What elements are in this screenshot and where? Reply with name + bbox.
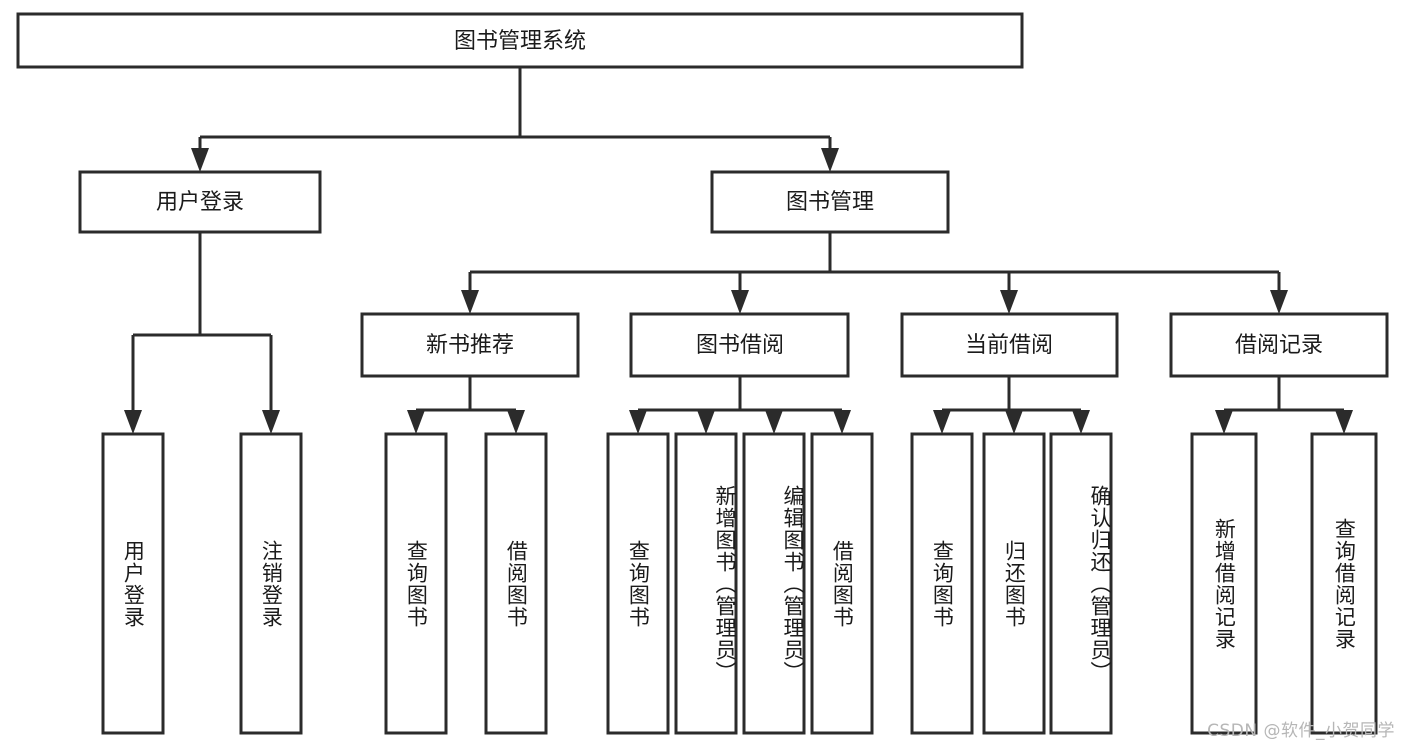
arrow-to-leaf-query-book-2 bbox=[629, 410, 647, 434]
node-user-login-rect[interactable] bbox=[78, 170, 322, 234]
arrow-to-leaf-logout bbox=[262, 410, 280, 434]
node-current-borrow-label: 当前借阅 bbox=[965, 333, 1053, 358]
node-book-manage-label: 图书管理 bbox=[786, 190, 874, 215]
node-borrow-record-rect[interactable] bbox=[1169, 312, 1389, 378]
leaf-query-book-1-rect[interactable] bbox=[384, 432, 448, 735]
leaf-rect-group bbox=[101, 432, 1378, 735]
node-borrow-record-label: 借阅记录 bbox=[1235, 333, 1323, 358]
leaf-add-book-rect[interactable] bbox=[674, 432, 738, 735]
connector-group-new-book-recommend bbox=[407, 376, 525, 434]
connector-group-borrow-record bbox=[1215, 376, 1353, 434]
arrow-to-new-book-recommend bbox=[461, 290, 479, 314]
arrow-to-user-login bbox=[191, 148, 209, 172]
arrow-to-leaf-query-book-1 bbox=[407, 410, 425, 434]
connector-group-root bbox=[191, 67, 839, 172]
arrow-to-leaf-borrow-book-2 bbox=[833, 410, 851, 434]
leaf-borrow-book-1-rect[interactable] bbox=[484, 432, 548, 735]
leaf-query-record-rect[interactable] bbox=[1310, 432, 1378, 735]
connector-group-current-borrow bbox=[933, 376, 1090, 434]
node-current-borrow[interactable]: 当前借阅 bbox=[900, 312, 1119, 378]
arrow-to-leaf-add-book bbox=[697, 410, 715, 434]
leaf-confirm-return-rect[interactable] bbox=[1049, 432, 1113, 735]
node-book-borrow-label: 图书借阅 bbox=[696, 333, 784, 358]
csdn-watermark: CSDN @软件_小贺同学 bbox=[1207, 721, 1395, 741]
node-root-label: 图书管理系统 bbox=[454, 29, 586, 54]
arrow-to-book-manage bbox=[821, 148, 839, 172]
arrow-to-leaf-borrow-book-1 bbox=[507, 410, 525, 434]
leaf-add-record-rect[interactable] bbox=[1190, 432, 1258, 735]
node-root[interactable]: 图书管理系统 bbox=[16, 12, 1024, 69]
arrow-to-borrow-record bbox=[1270, 290, 1288, 314]
node-new-book-recommend-rect[interactable] bbox=[360, 312, 580, 378]
leaf-logout-rect[interactable] bbox=[239, 432, 303, 735]
arrow-to-current-borrow bbox=[1000, 290, 1018, 314]
node-book-borrow-rect[interactable] bbox=[629, 312, 850, 378]
arrow-to-leaf-edit-book bbox=[765, 410, 783, 434]
arrow-to-leaf-return-book bbox=[1005, 410, 1023, 434]
node-new-book-recommend-label: 新书推荐 bbox=[426, 333, 514, 358]
node-user-login[interactable]: 用户登录 bbox=[78, 170, 322, 234]
arrow-to-book-borrow bbox=[731, 290, 749, 314]
arrow-to-leaf-user-login bbox=[124, 410, 142, 434]
leaf-query-book-2-rect[interactable] bbox=[606, 432, 670, 735]
leaf-return-book-rect[interactable] bbox=[982, 432, 1046, 735]
arrow-to-leaf-query-record bbox=[1335, 410, 1353, 434]
node-book-manage[interactable]: 图书管理 bbox=[710, 170, 950, 234]
leaf-query-book-3-rect[interactable] bbox=[910, 432, 974, 735]
node-current-borrow-rect[interactable] bbox=[900, 312, 1119, 378]
connector-group-user-login bbox=[124, 232, 280, 434]
arrow-to-leaf-add-record bbox=[1215, 410, 1233, 434]
node-book-manage-rect[interactable] bbox=[710, 170, 950, 234]
node-new-book-recommend[interactable]: 新书推荐 bbox=[360, 312, 580, 378]
node-root-rect[interactable] bbox=[16, 12, 1024, 69]
node-user-login-label: 用户登录 bbox=[156, 190, 244, 215]
leaf-borrow-book-2-rect[interactable] bbox=[810, 432, 874, 735]
arrow-to-leaf-confirm-return bbox=[1072, 410, 1090, 434]
arrow-to-leaf-query-book-3 bbox=[933, 410, 951, 434]
connector-group-book-borrow bbox=[629, 376, 851, 434]
connector-group-book-manage bbox=[461, 232, 1288, 314]
node-book-borrow[interactable]: 图书借阅 bbox=[629, 312, 850, 378]
node-borrow-record[interactable]: 借阅记录 bbox=[1169, 312, 1389, 378]
leaf-user-login-rect[interactable] bbox=[101, 432, 165, 735]
leaf-edit-book-rect[interactable] bbox=[742, 432, 806, 735]
